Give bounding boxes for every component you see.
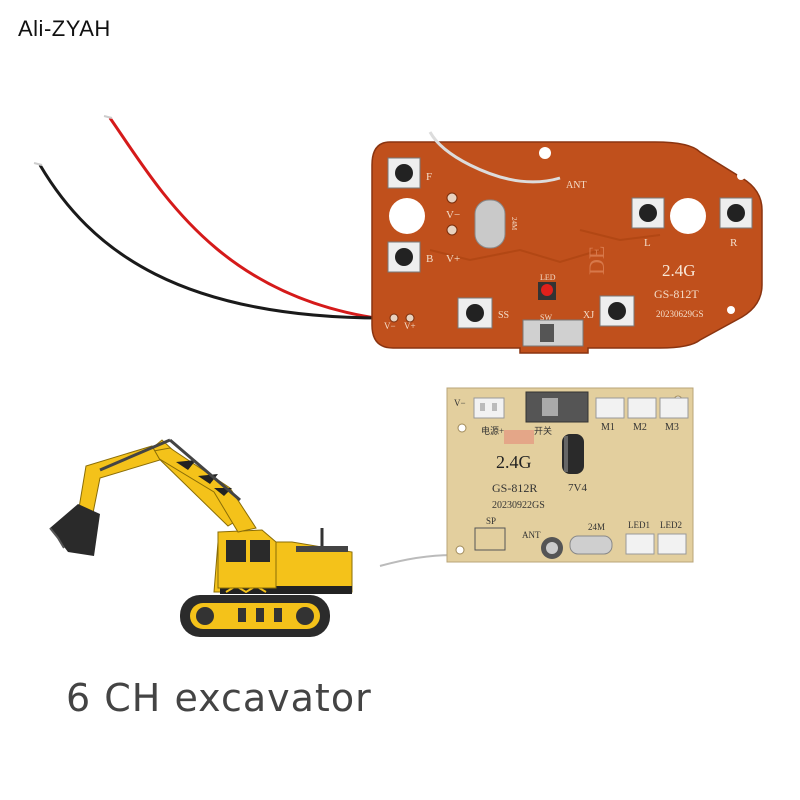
rx-m2-connector xyxy=(627,397,657,419)
rx-date: 20230922GS xyxy=(492,500,545,511)
tx-label-v-plus: V+ xyxy=(446,253,460,265)
rx-led1-connector xyxy=(625,533,655,555)
rx-sp-connector xyxy=(474,527,506,551)
rx-voltage: 7V4 xyxy=(568,482,587,494)
rx-label-power: 电源+ xyxy=(481,425,504,436)
rx-switch xyxy=(525,391,589,423)
rx-label-sp: SP xyxy=(486,516,496,526)
tx-label-crystal: 24M xyxy=(510,217,518,231)
tx-label-led: LED xyxy=(540,273,556,282)
tx-label-f: F xyxy=(426,171,432,183)
tx-label-v-minus-2: V− xyxy=(384,321,396,331)
tx-label-l: L xyxy=(644,237,651,249)
tx-label-xj: XJ xyxy=(583,310,594,321)
rx-led2-connector xyxy=(657,533,687,555)
tx-label-b: B xyxy=(426,253,433,265)
rx-label-ant: ANT xyxy=(522,530,541,540)
rx-power-connector xyxy=(473,397,505,419)
excavator-image xyxy=(49,438,353,637)
tx-model: 2.4G xyxy=(662,261,696,280)
power-wires xyxy=(33,115,393,322)
rx-label-led2: LED2 xyxy=(660,520,682,530)
tx-label-r: R xyxy=(730,237,738,249)
rx-part: GS-812R xyxy=(492,481,537,495)
rx-crystal xyxy=(569,535,613,555)
tx-button-xj xyxy=(599,295,635,327)
tx-date: 20230629GS xyxy=(656,309,704,319)
tx-button-r xyxy=(719,197,753,229)
tx-part: GS-812T xyxy=(654,287,699,301)
rx-label-v: V− xyxy=(454,398,466,408)
rx-capacitor xyxy=(562,434,584,474)
rx-label-led1: LED1 xyxy=(628,520,650,530)
tx-label-sw: SW xyxy=(540,313,552,322)
tx-led xyxy=(538,282,556,300)
tx-button-ss xyxy=(457,297,493,329)
rx-label-crystal: 24M xyxy=(588,522,605,532)
rx-label-m2: M2 xyxy=(633,422,647,433)
tx-button-f xyxy=(387,157,421,189)
tx-label-ant: ANT xyxy=(566,180,587,191)
rx-label-switch: 开关 xyxy=(534,425,552,436)
tx-label-v-plus-2: V+ xyxy=(404,321,416,331)
tx-button-l xyxy=(631,197,665,229)
brand-watermark: Ali-ZYAH xyxy=(18,16,111,41)
rx-capacitor-small xyxy=(541,537,563,559)
tx-button-b xyxy=(387,241,421,273)
tx-label-de: DE xyxy=(584,246,609,275)
rx-model: 2.4G xyxy=(496,452,532,472)
receiver-board: V− 电源+ 开关 M1 M2 M3 SP ANT 24M LED1 LED2 … xyxy=(379,387,694,567)
tx-label-ss: SS xyxy=(498,310,509,321)
product-caption: 6 CH excavator xyxy=(66,676,372,720)
rx-m1-connector xyxy=(595,397,625,419)
transmitter-board: ANT F B L R SS XJ SW LED V− V+ V− V+ DE … xyxy=(371,131,763,354)
rx-m3-connector xyxy=(659,397,689,419)
rx-label-m3: M3 xyxy=(665,422,679,433)
rx-label-m1: M1 xyxy=(601,422,615,433)
tx-label-v-minus: V− xyxy=(446,209,460,221)
tx-power-switch xyxy=(522,319,584,347)
